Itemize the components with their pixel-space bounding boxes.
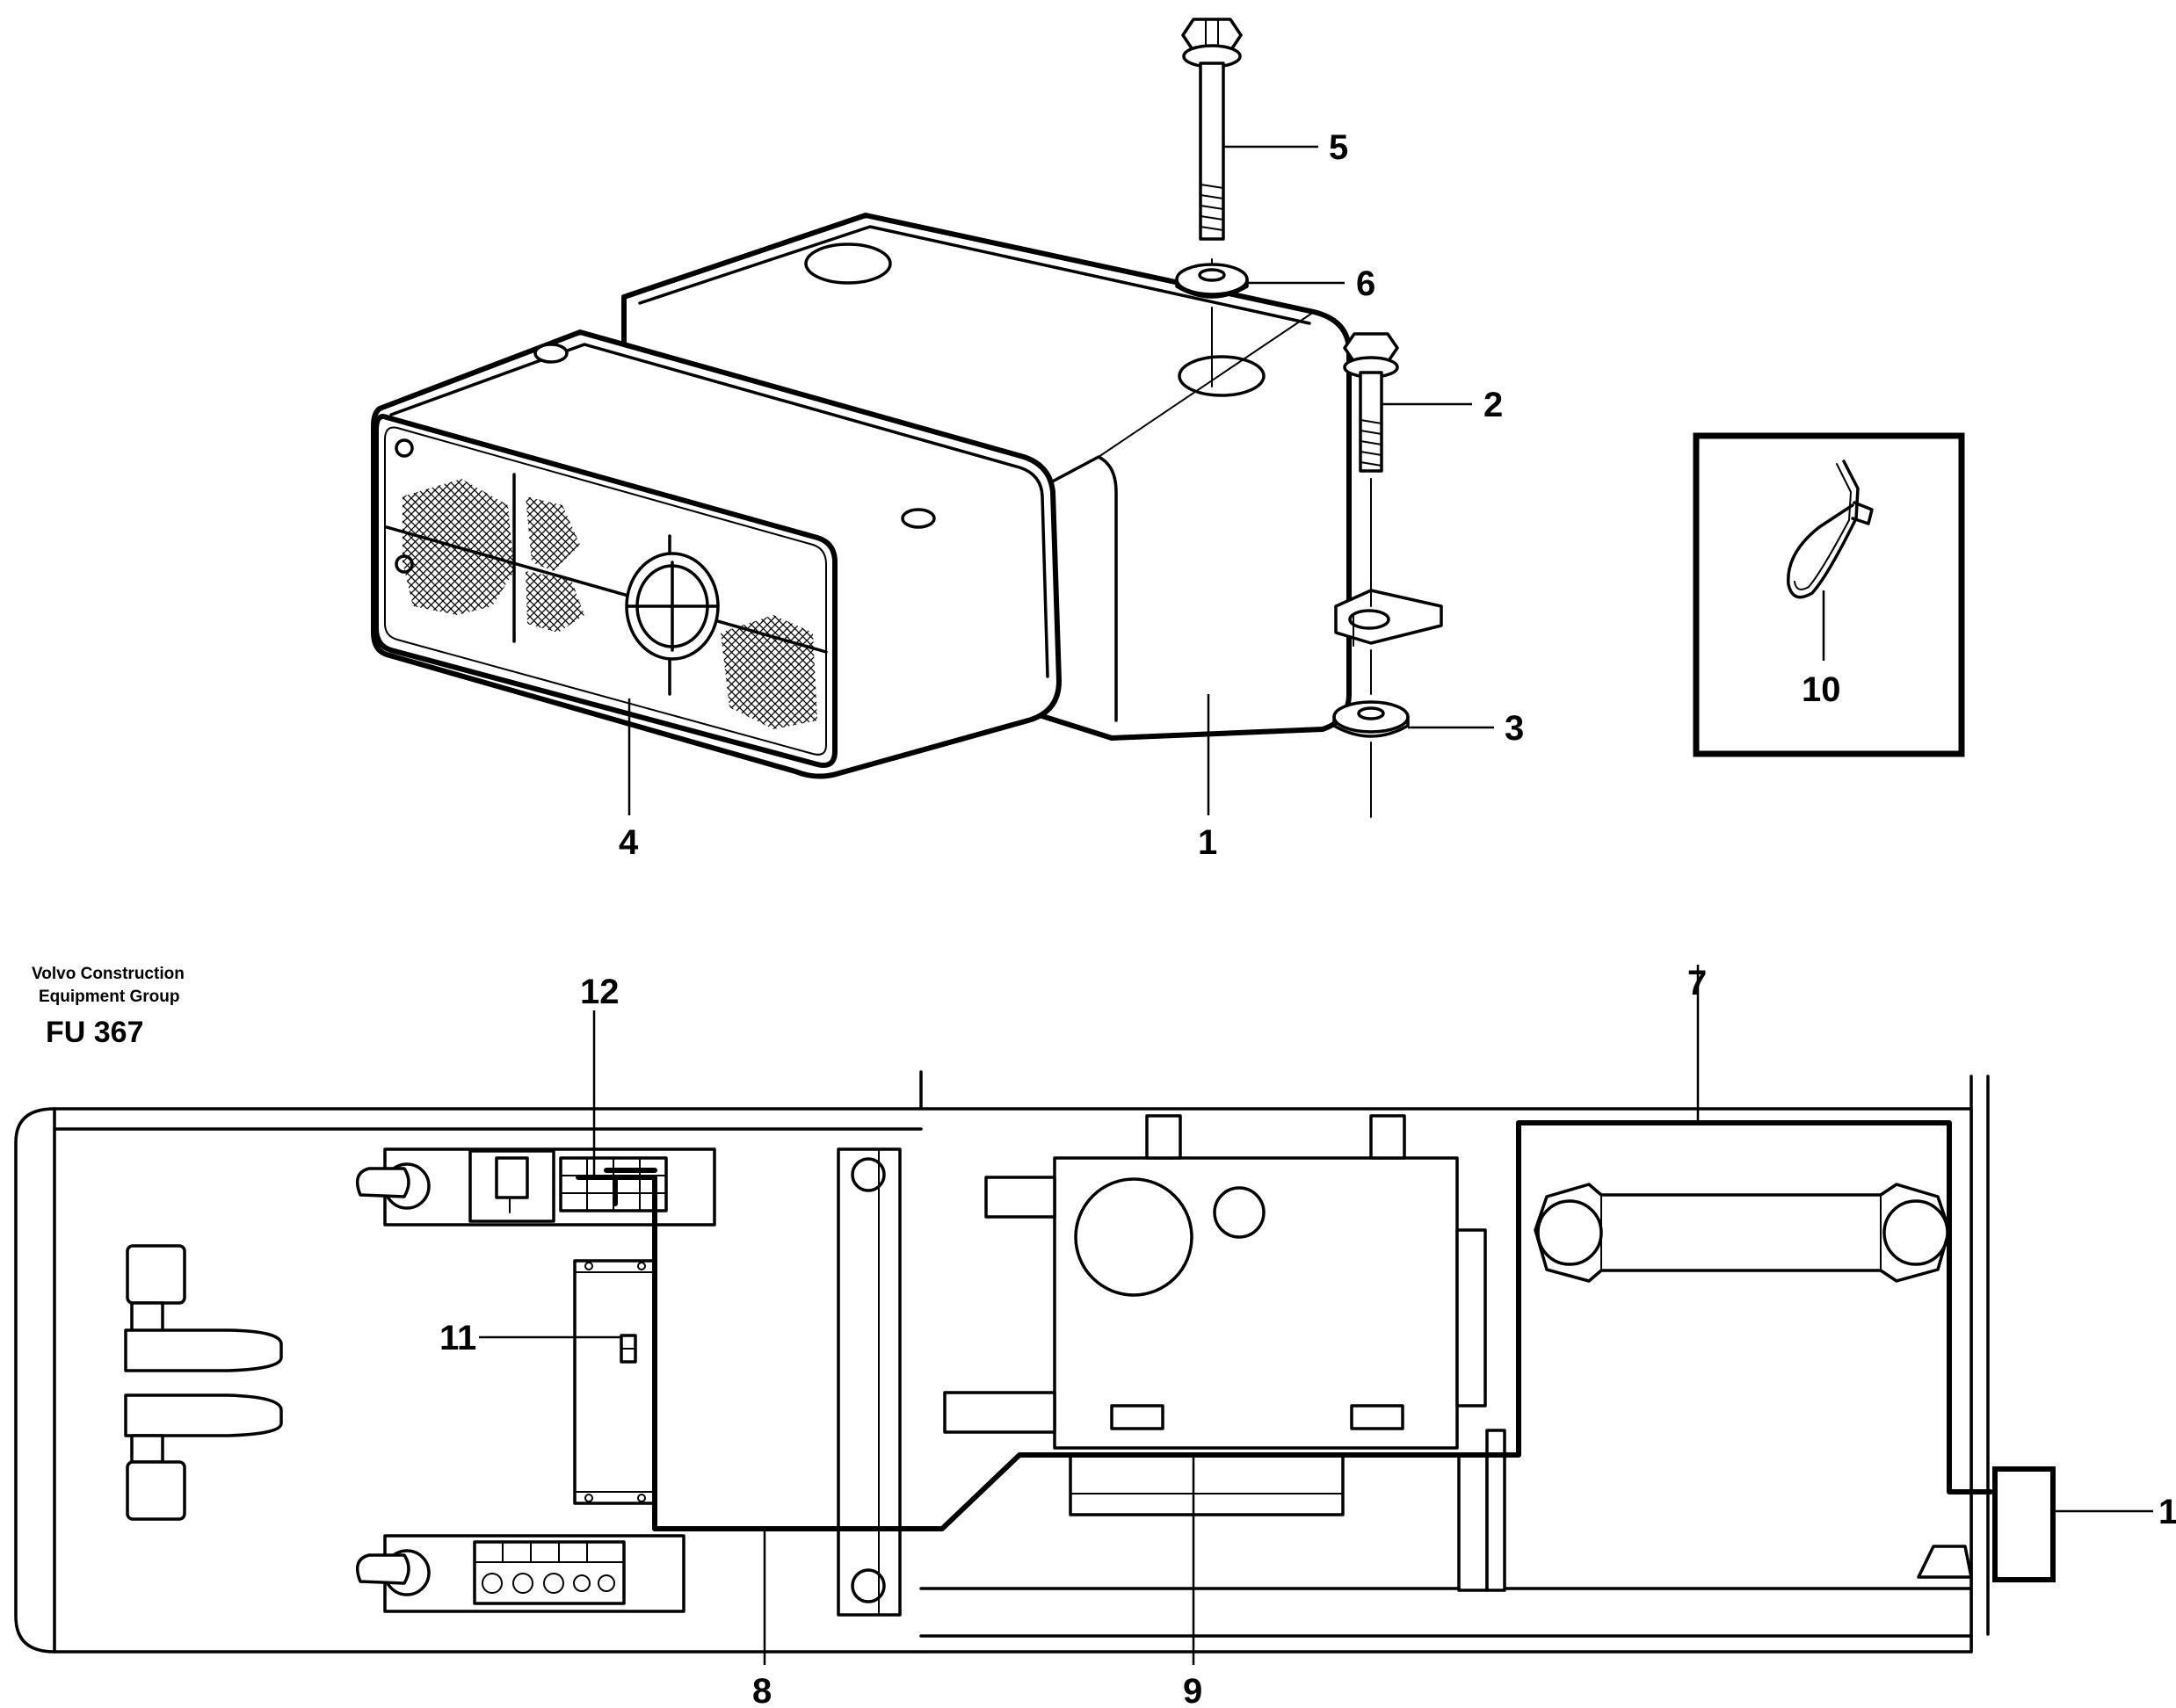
valve-block [943, 1114, 1506, 1592]
washer-3 [1332, 700, 1410, 738]
callout-1-bottom: 1 [2158, 1493, 2176, 1531]
arm-link [1534, 1183, 1951, 1283]
brand-line-2: Equipment Group [39, 988, 179, 1006]
lamp-installed [1917, 1466, 2056, 1582]
callout-4: 4 [619, 823, 639, 862]
callout-5: 5 [1329, 128, 1348, 167]
cable-tie-inset [1693, 432, 1965, 757]
reflector-lamp [371, 329, 1062, 779]
callout-9: 9 [1183, 1672, 1202, 1708]
callout-6: 6 [1356, 264, 1375, 303]
callout-12: 12 [580, 973, 620, 1011]
callout-8: 8 [752, 1672, 772, 1708]
figure-code: FU 367 [46, 1016, 144, 1049]
callout-1-top: 1 [1198, 823, 1217, 862]
machine-frame [14, 1070, 1990, 1654]
bolt-2 [1343, 332, 1399, 473]
bolt-5 [1181, 18, 1243, 241]
callout-3: 3 [1505, 709, 1524, 748]
wiring-harness [576, 1120, 1993, 1531]
brand-line-1: Volvo Construction [32, 965, 185, 983]
callout-11: 11 [439, 1319, 476, 1357]
callout-2: 2 [1483, 386, 1503, 424]
callout-10: 10 [1802, 670, 1841, 709]
control-panel [124, 1147, 902, 1617]
washer-6 [1175, 263, 1249, 299]
callout-7: 7 [1687, 964, 1707, 1002]
